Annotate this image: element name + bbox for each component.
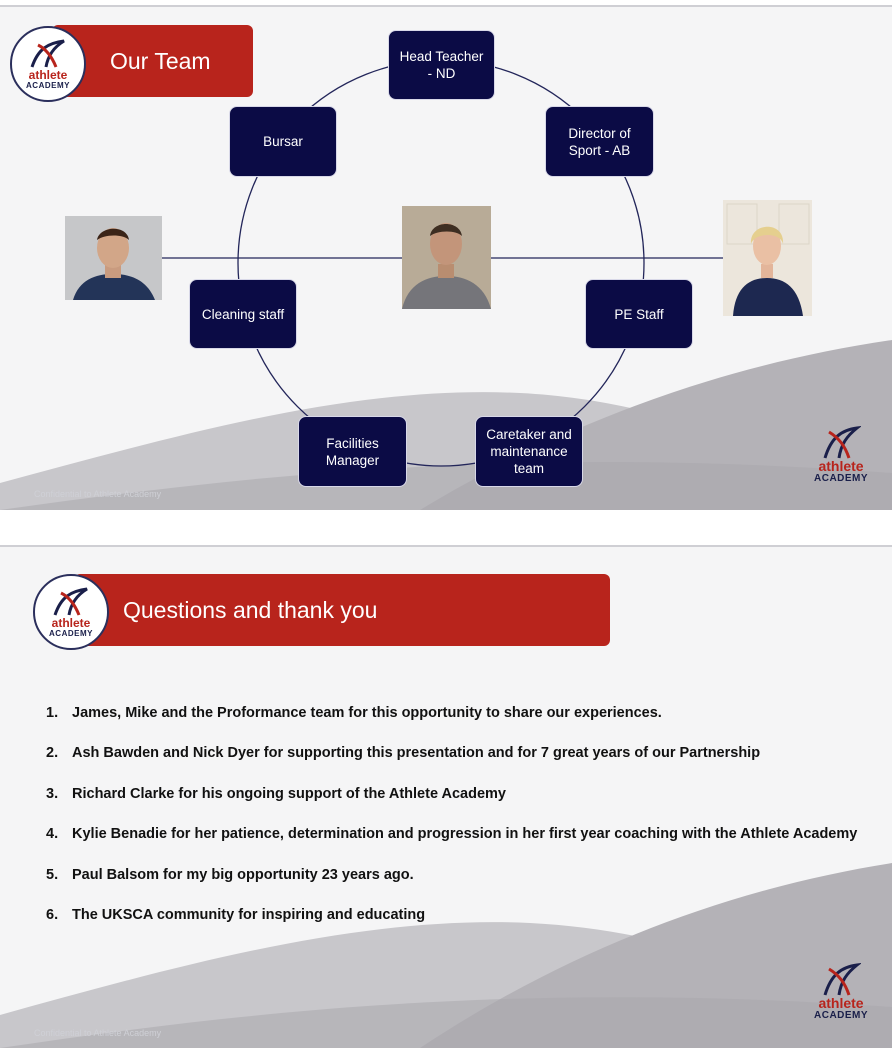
slide-our-team: Our Team athlete ACADEMY [0, 5, 892, 510]
list-item: 2. Ash Bawden and Nick Dyer for supporti… [46, 743, 857, 783]
slide-top-rule [0, 545, 892, 547]
logo-swirl-icon [53, 587, 88, 616]
confidential-footer: Confidential to Athlete Academy [34, 1028, 162, 1038]
slide-questions: Questions and thank you athlete ACADEMY … [0, 545, 892, 1048]
logo-word-academy: ACADEMY [49, 628, 93, 638]
corner-logo-academy: ACADEMY [814, 473, 869, 484]
slide-title-bar: Questions and thank you [74, 574, 610, 646]
list-item-number: 5. [46, 866, 59, 883]
corner-logo: athlete ACADEMY [814, 426, 868, 484]
list-item: 4. Kylie Benadie for her patience, deter… [46, 824, 857, 864]
confidential-footer: Confidential to Athlete Academy [34, 489, 162, 499]
corner-logo-athlete: athlete [818, 995, 864, 1011]
logo-word-athlete: athlete [51, 615, 91, 630]
list-item-number: 4. [46, 826, 59, 843]
corner-logo-swirl-icon [823, 426, 862, 459]
list-item: 1. James, Mike and the Proformance team … [46, 703, 857, 743]
list-item-text: Kylie Benadie for her patience, determin… [72, 826, 858, 843]
node-facilities-manager: Facilities Manager [298, 416, 407, 487]
slide-top-rule [0, 5, 892, 7]
thank-you-list: 1. James, Mike and the Proformance team … [46, 703, 857, 945]
list-item-number: 1. [46, 705, 59, 721]
list-item: 3. Richard Clarke for his ongoing suppor… [46, 784, 857, 824]
node-director-of-sport: Director of Sport - AB [545, 106, 654, 177]
list-item: 6. The UKSCA community for inspiring and… [46, 905, 857, 945]
logo-swirl-icon [30, 39, 65, 68]
list-item-number: 3. [46, 785, 59, 802]
node-head-teacher: Head Teacher - ND [388, 30, 495, 100]
staff-photo-center [402, 206, 491, 309]
staff-photo-left [65, 216, 162, 300]
athlete-academy-logo: athlete ACADEMY [33, 574, 109, 650]
athlete-academy-logo: athlete ACADEMY [10, 26, 86, 102]
corner-logo-academy: ACADEMY [814, 1010, 869, 1021]
staff-photo-right [723, 200, 812, 316]
logo-word-athlete: athlete [28, 67, 68, 82]
list-item-number: 2. [46, 745, 59, 762]
node-caretaker-maintenance: Caretaker and maintenance team [475, 416, 583, 487]
node-bursar: Bursar [229, 106, 337, 177]
slide-title: Our Team [110, 47, 211, 74]
list-item-text: James, Mike and the Proformance team for… [72, 705, 662, 721]
corner-logo-athlete: athlete [818, 458, 864, 474]
corner-logo: athlete ACADEMY [814, 963, 868, 1021]
node-pe-staff: PE Staff [585, 279, 693, 349]
list-item-text: Ash Bawden and Nick Dyer for supporting … [72, 745, 761, 762]
list-item-text: Richard Clarke for his ongoing support o… [72, 785, 506, 802]
list-item-text: Paul Balsom for my big opportunity 23 ye… [72, 866, 414, 883]
list-item-text: The UKSCA community for inspiring and ed… [72, 906, 426, 923]
slide-title-bar: Our Team [52, 25, 253, 97]
list-item: 5. Paul Balsom for my big opportunity 23… [46, 865, 857, 905]
logo-word-academy: ACADEMY [26, 80, 70, 90]
list-item-number: 6. [46, 906, 59, 923]
slide-title: Questions and thank you [123, 596, 378, 623]
node-cleaning-staff: Cleaning staff [189, 279, 297, 349]
background-swoosh [0, 863, 892, 1048]
corner-logo-swirl-icon [823, 963, 862, 996]
